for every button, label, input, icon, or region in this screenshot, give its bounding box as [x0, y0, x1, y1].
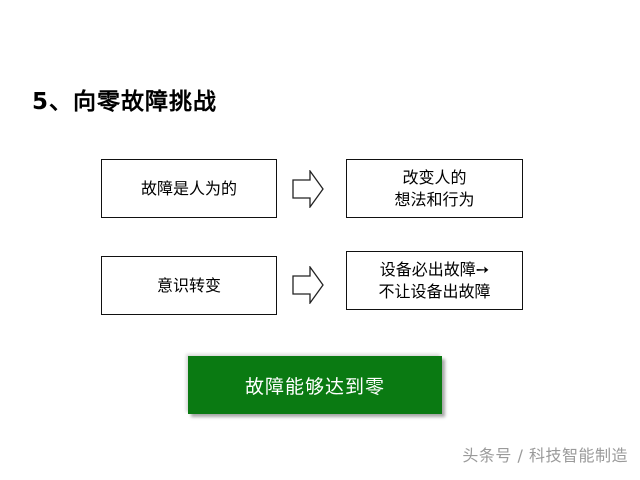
result-label: 故障能够达到零: [244, 375, 385, 398]
page-title: 5、向零故障挑战: [32, 89, 218, 115]
right-arrow-icon: [292, 170, 324, 208]
result-box: 故障能够达到零: [188, 356, 442, 414]
cause-label-2: 意识转变: [156, 275, 221, 295]
cause-box-2: 意识转变: [101, 256, 277, 315]
right-arrow-icon: [292, 266, 324, 304]
action-box-2: 设备必出故障➙ 不让设备出故障: [346, 251, 523, 310]
action-line-2a: 设备必出故障➙: [379, 259, 490, 279]
cause-box-1: 故障是人为的: [101, 159, 277, 218]
action-line-2b: 不让设备出故障: [378, 281, 491, 301]
cause-label-1: 故障是人为的: [140, 178, 237, 198]
action-box-1: 改变人的 想法和行为: [346, 159, 523, 218]
action-line-1a: 改变人的: [402, 167, 467, 187]
action-line-1b: 想法和行为: [394, 189, 475, 209]
watermark: 头条号 / 科技智能制造: [462, 446, 628, 465]
